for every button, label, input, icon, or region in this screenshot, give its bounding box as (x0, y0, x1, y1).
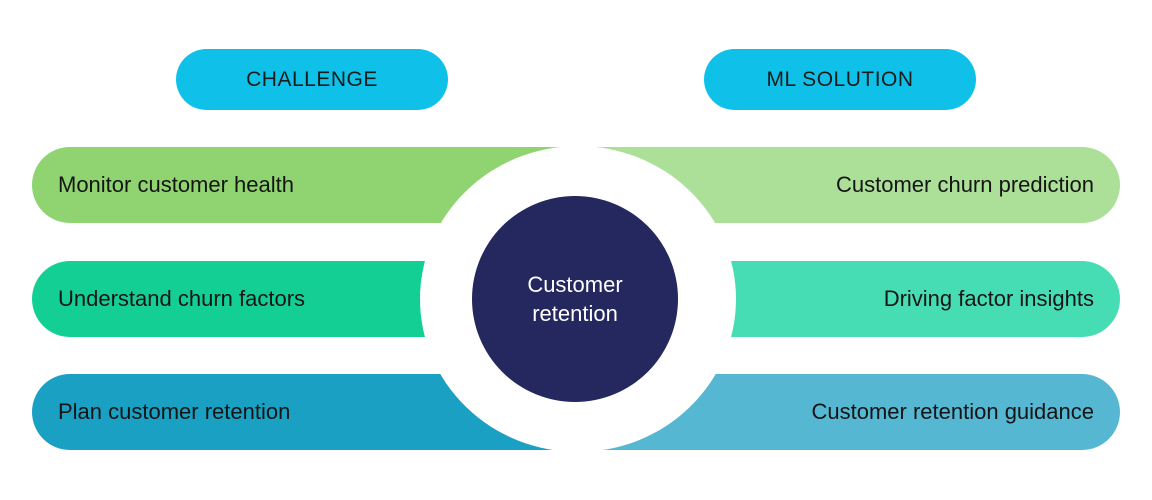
challenge-item-1: Monitor customer health (58, 172, 294, 197)
challenge-item-2: Understand churn factors (58, 286, 306, 311)
ml-solution-header-label: ML SOLUTION (766, 67, 914, 91)
challenge-header: CHALLENGE (176, 49, 448, 110)
solution-item-2: Driving factor insights (883, 286, 1094, 311)
solution-item-1: Customer churn prediction (835, 172, 1094, 197)
challenge-header-label: CHALLENGE (246, 67, 378, 91)
ml-solution-header: ML SOLUTION (704, 49, 976, 110)
challenge-item-3: Plan customer retention (58, 399, 291, 424)
center-label-line1: Customer (527, 272, 623, 297)
center-label-line2: retention (532, 301, 618, 326)
center-circle: Customer retention (472, 196, 678, 402)
solution-item-3: Customer retention guidance (811, 399, 1095, 424)
